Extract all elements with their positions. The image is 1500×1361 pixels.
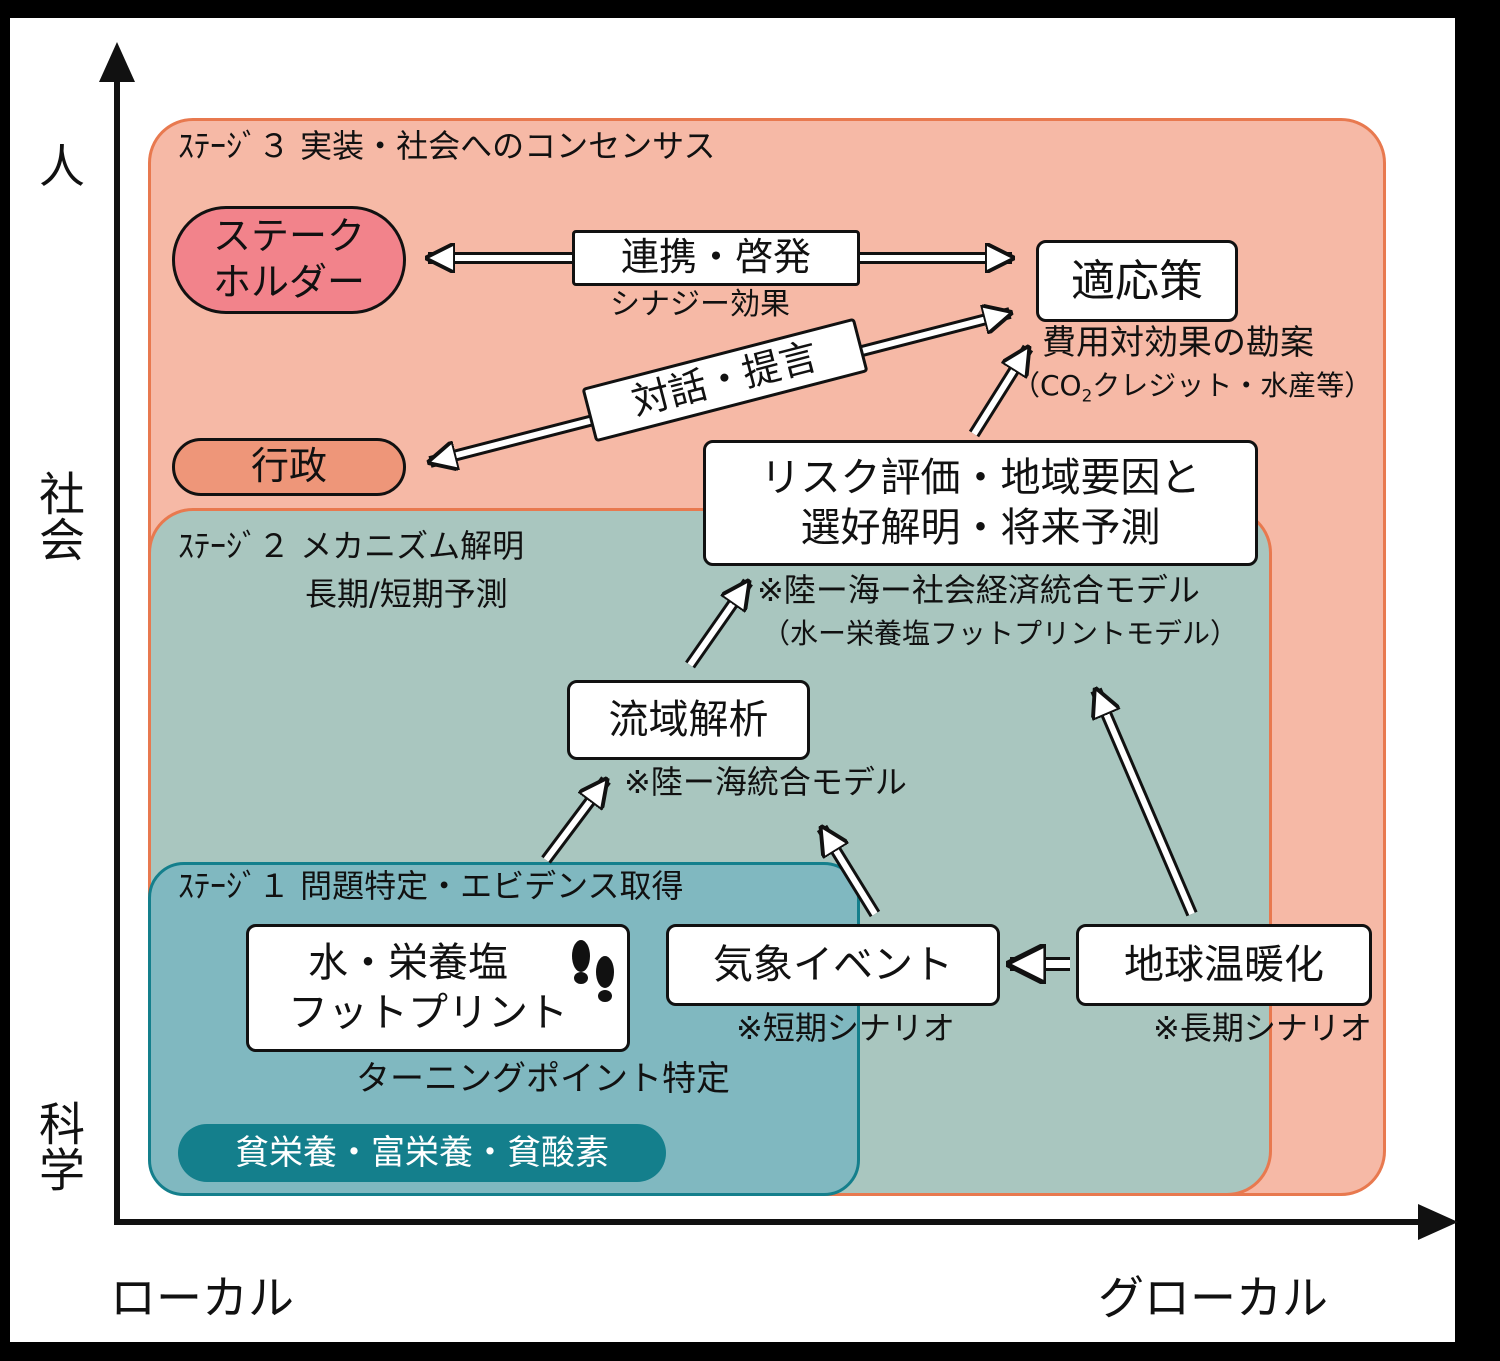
risk-line1: リスク評価・地域要因と: [760, 455, 1201, 501]
arrow-basin-to-risk: [685, 582, 753, 669]
stakeholder-line1: ステーク: [212, 214, 365, 259]
stage2-title: ｽﾃｰｼﾞ２ メカニズム解明: [178, 527, 525, 565]
footprint-line2: フットプリント: [288, 990, 568, 1036]
y-axis-label-people: 人: [32, 142, 86, 188]
land-sea-model-label: ※陸ー海統合モデル: [624, 763, 907, 801]
nutrient-states-pill: 貧栄養・富栄養・貧酸素: [178, 1124, 666, 1182]
arrow-risk-to-cost: [968, 348, 1034, 438]
government-node: 行政: [172, 438, 406, 496]
y-axis-label-science: 科学: [32, 1100, 86, 1192]
stakeholder-node: ステーク ホルダー: [172, 206, 406, 314]
stage2-subtitle: 長期/短期予測: [305, 575, 508, 613]
weather-event-node: 気象イベント: [666, 924, 1000, 1006]
x-axis: [114, 1204, 1458, 1240]
footprint-model-label: （水ー栄養塩フットプリントモデル）: [762, 617, 1239, 650]
credit-note: （CO2クレジット・水産等）: [1012, 369, 1373, 406]
cost-effect-label: 費用対効果の勘案: [1042, 323, 1314, 363]
x-axis-label-local: ローカル: [110, 1271, 294, 1325]
arrow-weather-to-basin: [816, 828, 881, 918]
credit-note-post: クレジット・水産等）: [1092, 369, 1373, 402]
global-warming-node: 地球温暖化: [1076, 924, 1372, 1006]
short-scenario-label: ※短期シナリオ: [736, 1009, 955, 1047]
y-axis-label-society: 社会: [32, 470, 86, 562]
stakeholder-line2: ホルダー: [212, 260, 365, 304]
long-scenario-label: ※長期シナリオ: [1153, 1009, 1372, 1047]
stage1-title: ｽﾃｰｼﾞ１ 問題特定・エビデンス取得: [178, 867, 684, 905]
basin-analysis-node: 流域解析: [567, 680, 810, 760]
cooperation-label: 連携・啓発: [572, 230, 860, 286]
arrow-footprint-to-basin: [541, 780, 611, 864]
y-axis: [99, 42, 135, 1222]
footprints-icon: [572, 940, 614, 1002]
land-sea-social-model-label: ※陸ー海ー社会経済統合モデル: [757, 571, 1200, 609]
arrow-warming-to-model: [1090, 690, 1198, 917]
risk-assessment-node: リスク評価・地域要因と 選好解明・将来予測: [703, 440, 1258, 566]
stage3-title: ｽﾃｰｼﾞ３ 実装・社会へのコンセンサス: [178, 127, 716, 165]
x-axis-label-glocal: グローカル: [1098, 1271, 1328, 1325]
synergy-label: シナジー効果: [610, 287, 790, 322]
credit-note-pre: （CO: [1012, 369, 1082, 402]
footprint-line1: 水・栄養塩: [308, 940, 508, 986]
footprint-node: 水・栄養塩 フットプリント: [246, 924, 630, 1052]
adaptation-node: 適応策: [1036, 240, 1238, 322]
risk-line2: 選好解明・将来予測: [800, 505, 1161, 551]
credit-note-sub: 2: [1081, 385, 1093, 406]
turning-point-label: ターニングポイント特定: [356, 1059, 730, 1099]
